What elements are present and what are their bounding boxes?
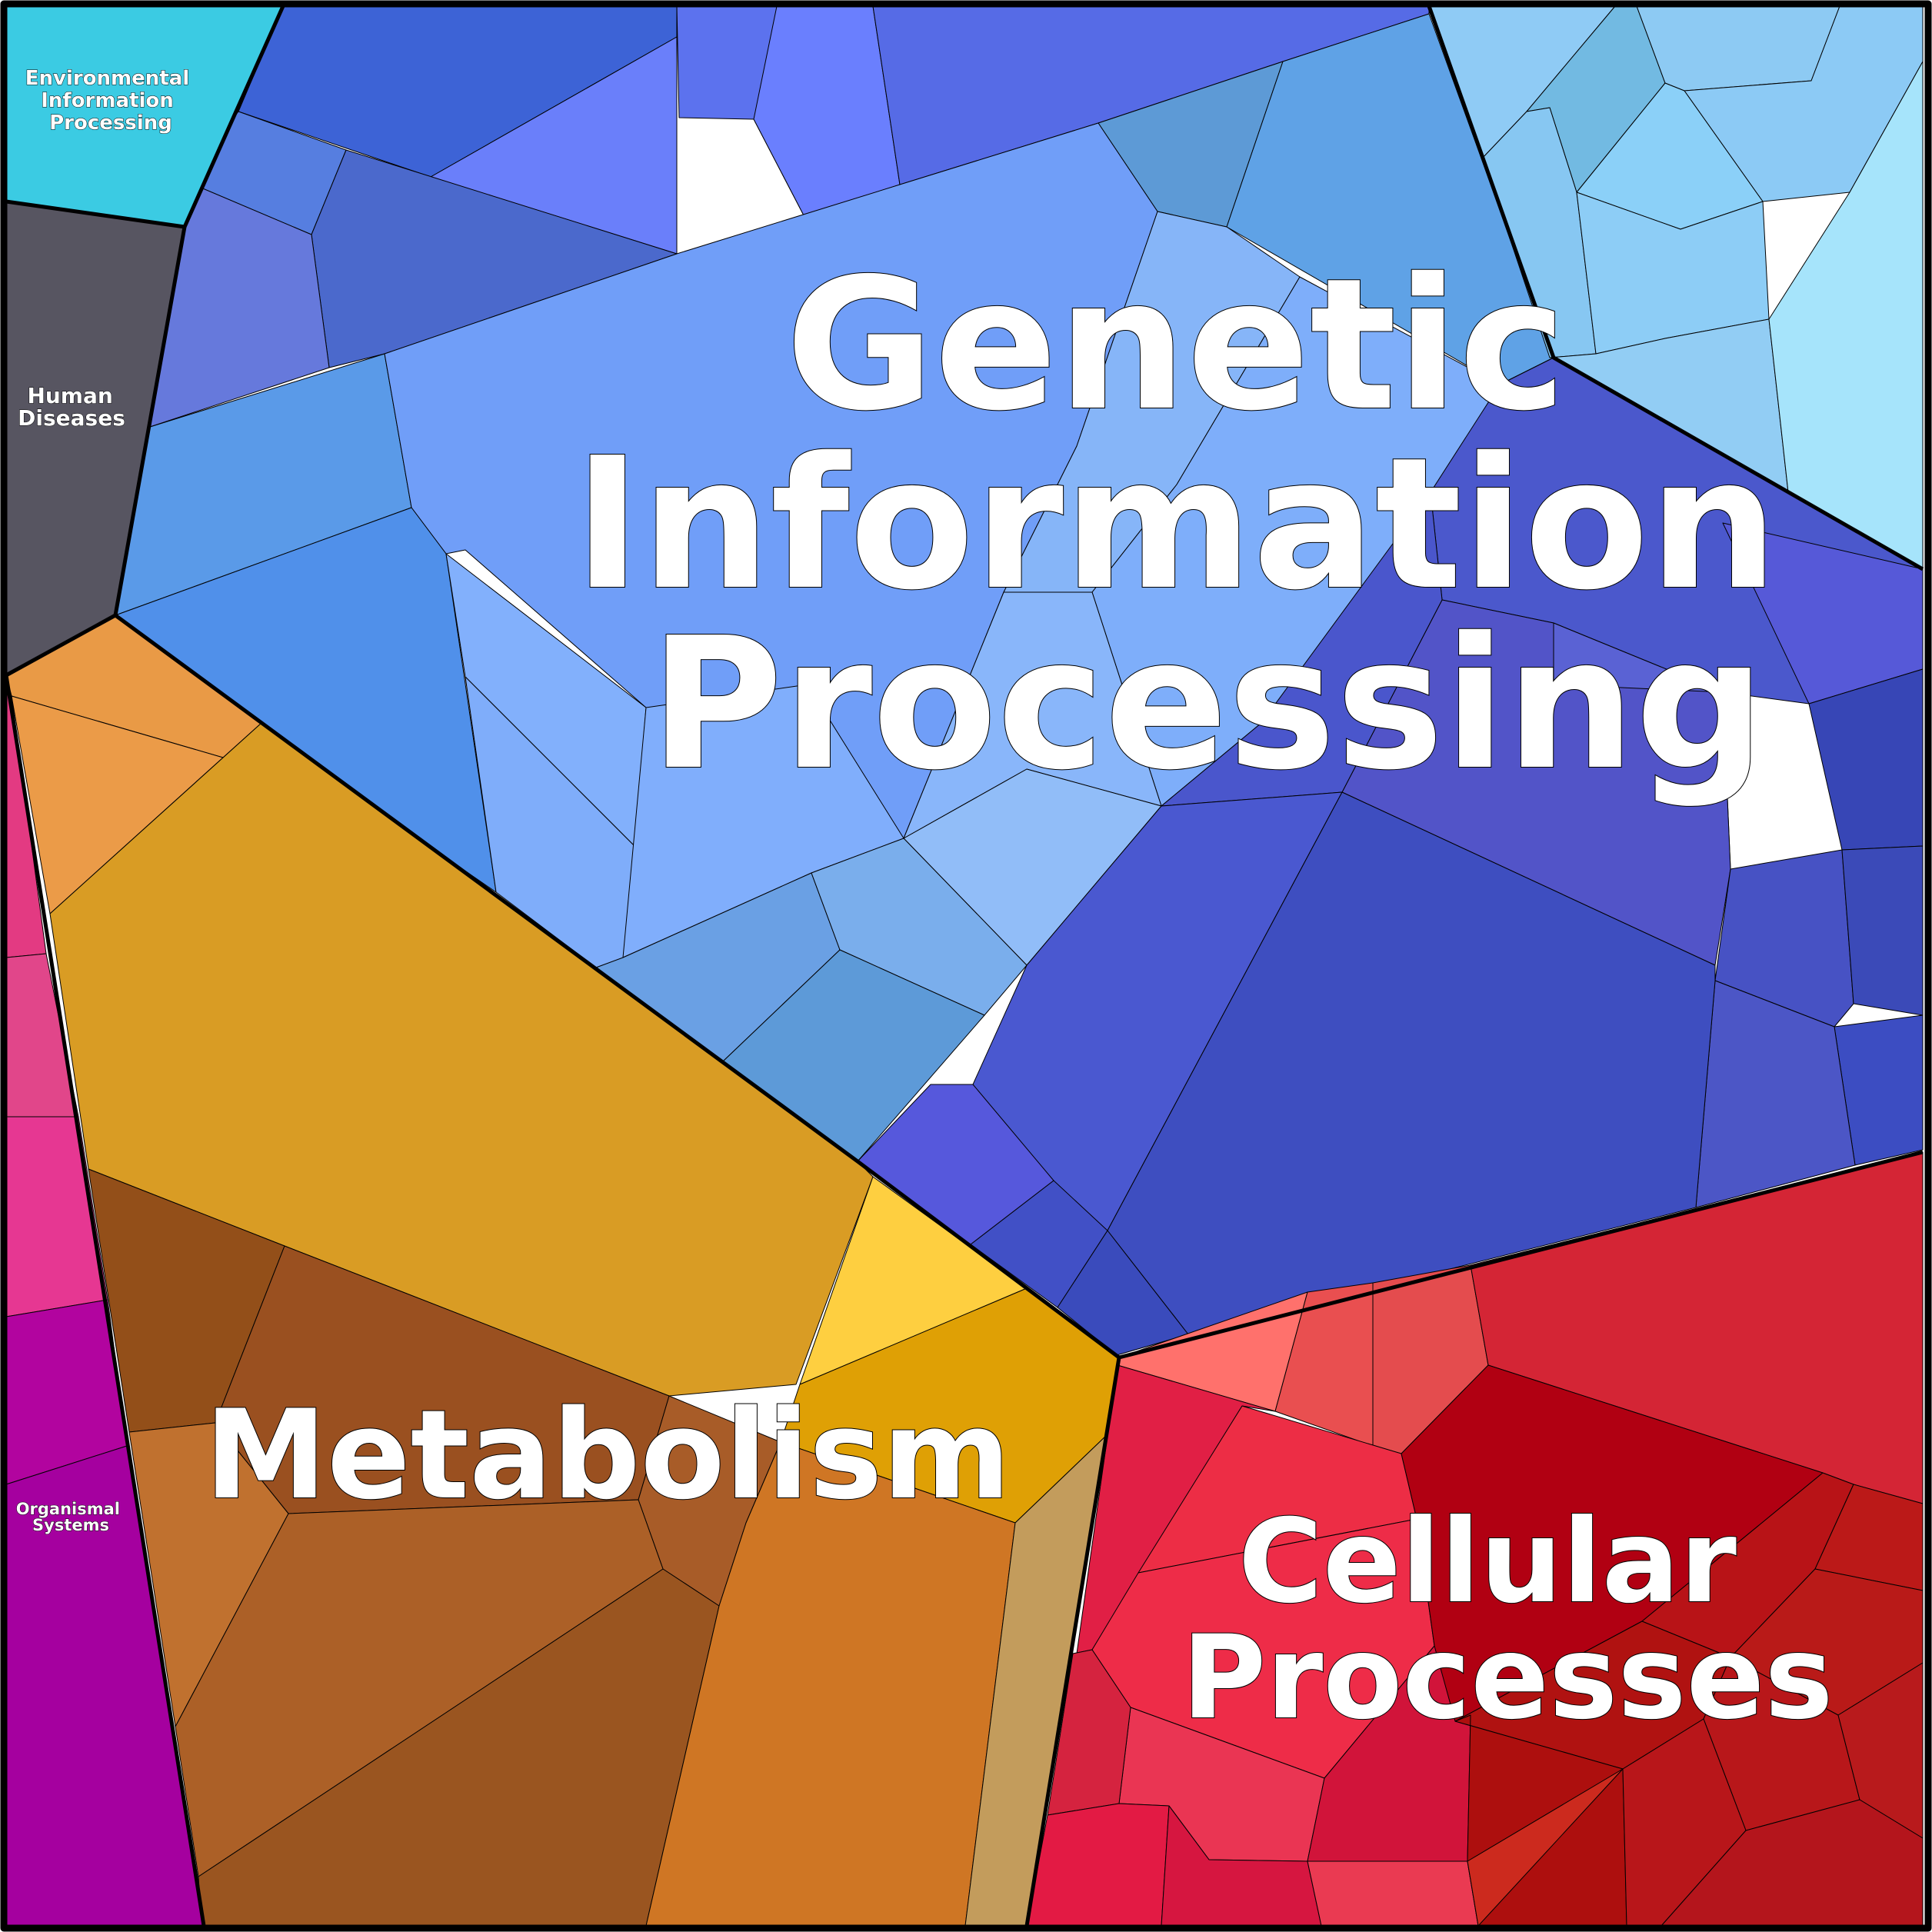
label-eip-line-3: Processing	[49, 112, 172, 135]
border-met-cellular	[1024, 1357, 1121, 1927]
label-hd-line-1: Human	[27, 383, 112, 408]
cell-cp-23	[1661, 1799, 1924, 1927]
label-gip-line-1: Genetic	[785, 239, 1566, 451]
category-labels: Genetic Information Processing Metabolis…	[15, 67, 1841, 1747]
label-eip-line-1: Environmental	[25, 67, 189, 90]
label-genetic-information-processing: Genetic Information Processing	[574, 239, 1841, 810]
cell-cp-9	[1047, 1649, 1131, 1816]
cell-gip-29	[1714, 849, 1854, 1028]
cell-lb-4	[1684, 5, 1924, 202]
label-cp-line-1: Cellular	[1238, 1495, 1737, 1629]
cell-cp-13	[1307, 1860, 1479, 1927]
cell-gip-9	[311, 149, 678, 368]
border-gip-metabolism	[114, 613, 1121, 1359]
label-gip-line-3: Processing	[650, 598, 1765, 810]
label-metabolism: Metabolism	[205, 1383, 1011, 1527]
label-hd-line-2: Diseases	[18, 405, 125, 431]
label-eip-line-2: Information	[41, 89, 174, 112]
label-organismal-systems: Organismal Systems	[16, 1500, 126, 1534]
border-met-organismal	[4, 675, 206, 1927]
label-os-line-1: Organismal	[16, 1500, 120, 1518]
cell-gip-30	[1841, 845, 1924, 1016]
label-cp-line-2: Processes	[1181, 1611, 1833, 1745]
region-metabolism	[5, 615, 1120, 1927]
label-human-diseases: Human Diseases	[18, 383, 125, 431]
border-gip-top-right	[1427, 5, 1924, 571]
label-cellular-processes: Cellular Processes	[1181, 1495, 1833, 1745]
cell-lb-3	[1636, 5, 1840, 92]
region-genetic-information-processing	[115, 5, 1924, 1356]
cell-gip-33	[1161, 491, 1443, 807]
cell-cp-24	[1467, 1768, 1624, 1927]
cell-cp-10	[1026, 1803, 1170, 1927]
cell-gip-22	[811, 838, 1028, 1016]
cell-lb-9	[1768, 61, 1924, 570]
border-gip-cellular	[1118, 1150, 1924, 1360]
region-genetic-light-cells	[1428, 5, 1924, 570]
label-gip-line-2: Information	[574, 418, 1778, 630]
label-os-line-2: Systems	[32, 1516, 109, 1534]
label-environmental-information-processing: Environmental Information Processing	[25, 67, 197, 135]
